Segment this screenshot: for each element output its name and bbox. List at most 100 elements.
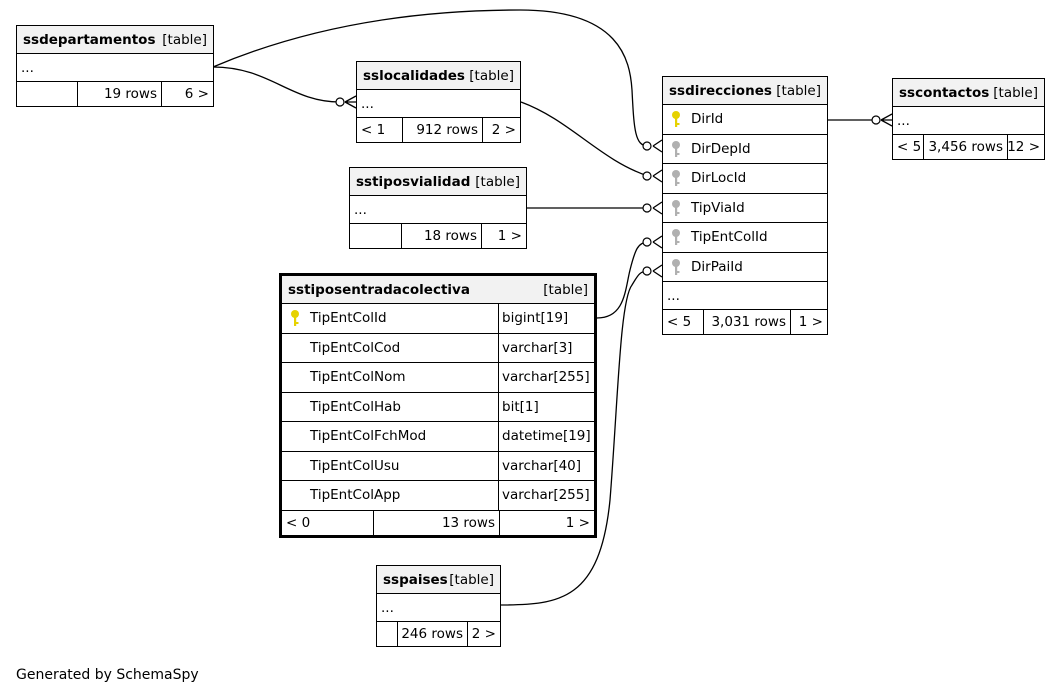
table-sstiposentradacolectiva[interactable]: sstiposentradacolectiva [table] TipEntCo… bbox=[279, 273, 597, 538]
table-type: [table] bbox=[993, 84, 1038, 101]
column-name: DirPaiId bbox=[663, 258, 827, 275]
column-row[interactable]: TipEntColCod varchar[3] bbox=[282, 333, 594, 363]
more-columns: ... bbox=[377, 594, 500, 622]
table-sspaises[interactable]: sspaises [table] ... 246 rows 2 > bbox=[376, 565, 501, 647]
column-name-text: DirId bbox=[691, 111, 724, 128]
column-row[interactable]: TipEntColUsu varchar[40] bbox=[282, 451, 594, 481]
column-name: TipEntColHab bbox=[310, 398, 401, 415]
column-row[interactable]: TipEntColId bbox=[663, 223, 827, 253]
column-type: bigint[19] bbox=[498, 304, 594, 333]
column-type: datetime[19] bbox=[498, 422, 594, 451]
table-header: sscontactos [table] bbox=[893, 79, 1044, 107]
more-columns: ... bbox=[350, 196, 526, 224]
children-count: 1 > bbox=[798, 314, 823, 330]
column-name: DirId bbox=[663, 111, 827, 128]
column-name-text: TipEntColId bbox=[691, 229, 768, 246]
column-row[interactable]: TipEntColHab bit[1] bbox=[282, 392, 594, 422]
children-count: 2 > bbox=[491, 122, 516, 138]
table-sstiposvialidad[interactable]: sstiposvialidad [table] ... 18 rows 1 > bbox=[349, 167, 527, 249]
table-type: [table] bbox=[449, 571, 494, 588]
table-type: [table] bbox=[543, 281, 588, 298]
column-name: DirDepId bbox=[663, 140, 827, 157]
column-row[interactable]: DirPaiId bbox=[663, 253, 827, 282]
column-name: TipEntColCod bbox=[310, 339, 401, 356]
table-type: [table] bbox=[469, 67, 514, 84]
children-count: 1 > bbox=[497, 228, 522, 244]
table-name: sspaises bbox=[383, 571, 448, 588]
column-type: varchar[255] bbox=[498, 481, 594, 510]
foreign-key-icon bbox=[672, 170, 680, 187]
table-name: sstiposentradacolectiva bbox=[288, 281, 470, 298]
column-name: TipEntColUsu bbox=[310, 457, 400, 474]
parents-count: < 5 bbox=[893, 135, 924, 159]
column-name-text: DirPaiId bbox=[691, 258, 743, 275]
parents-count: < 0 bbox=[282, 510, 374, 535]
more-columns: ... bbox=[357, 90, 520, 118]
more-columns: ... bbox=[663, 282, 827, 310]
children-count: 6 > bbox=[184, 86, 209, 102]
parents-count bbox=[17, 82, 78, 106]
foreign-key-icon bbox=[672, 140, 680, 157]
table-sscontactos[interactable]: sscontactos [table] ... < 5 3,456 rows 1… bbox=[892, 78, 1045, 160]
table-header: sspaises [table] bbox=[377, 566, 500, 594]
parents-count: < 1 bbox=[357, 118, 403, 142]
children-count: 12 > bbox=[1007, 139, 1040, 155]
primary-key-icon bbox=[672, 111, 680, 128]
column-name: TipEntColId bbox=[282, 310, 498, 327]
column-name-text: DirLocId bbox=[691, 170, 747, 187]
column-row[interactable]: TipViaId bbox=[663, 194, 827, 223]
row-count: 912 rows bbox=[403, 118, 483, 142]
table-type: [table] bbox=[776, 82, 821, 99]
column-name: TipViaId bbox=[663, 199, 827, 216]
column-row[interactable]: TipEntColNom varchar[255] bbox=[282, 363, 594, 393]
column-row[interactable]: DirDepId bbox=[663, 135, 827, 164]
table-name: sslocalidades bbox=[363, 67, 465, 84]
generated-by-note: Generated by SchemaSpy bbox=[16, 667, 199, 683]
table-name: ssdirecciones bbox=[669, 82, 772, 99]
edge-departamentos-direcciones bbox=[212, 9, 649, 147]
table-sslocalidades[interactable]: sslocalidades [table] ... < 1 912 rows 2… bbox=[356, 61, 521, 143]
column-row[interactable]: TipEntColFchMod datetime[19] bbox=[282, 422, 594, 452]
table-footer: < 1 912 rows 2 > bbox=[357, 118, 520, 142]
column-type: varchar[40] bbox=[498, 451, 594, 480]
column-row[interactable]: DirLocId bbox=[663, 164, 827, 194]
column-type: varchar[255] bbox=[498, 363, 594, 392]
foreign-key-icon bbox=[672, 258, 680, 275]
primary-key-icon bbox=[291, 310, 299, 327]
more-columns: ... bbox=[17, 54, 213, 82]
edge-entradacolectiva-direcciones bbox=[596, 241, 649, 319]
table-footer: < 5 3,456 rows 12 > bbox=[893, 135, 1044, 159]
table-footer: 19 rows 6 > bbox=[17, 82, 213, 106]
table-name: sstiposvialidad bbox=[356, 173, 471, 190]
table-footer: < 0 13 rows 1 > bbox=[282, 510, 594, 535]
table-header: ssdepartamentos [table] bbox=[17, 26, 213, 54]
table-name: sscontactos bbox=[899, 84, 990, 101]
table-header: sstiposentradacolectiva [table] bbox=[282, 276, 594, 304]
table-name: ssdepartamentos bbox=[23, 31, 156, 48]
column-row[interactable]: TipEntColApp varchar[255] bbox=[282, 481, 594, 511]
column-row[interactable]: DirId bbox=[663, 105, 827, 135]
table-footer: 18 rows 1 > bbox=[350, 224, 526, 248]
table-type: [table] bbox=[475, 173, 520, 190]
table-ssdirecciones[interactable]: ssdirecciones [table] DirId DirDepId Dir… bbox=[662, 76, 828, 335]
column-name: TipEntColFchMod bbox=[310, 428, 427, 445]
parents-count bbox=[350, 224, 402, 248]
table-footer: 246 rows 2 > bbox=[377, 622, 500, 646]
table-ssdepartamentos[interactable]: ssdepartamentos [table] ... 19 rows 6 > bbox=[16, 25, 214, 107]
parents-count bbox=[377, 622, 398, 646]
row-count: 3,456 rows bbox=[924, 135, 1008, 159]
column-name: TipEntColNom bbox=[310, 369, 406, 386]
row-count: 13 rows bbox=[374, 510, 500, 535]
row-count: 18 rows bbox=[402, 224, 482, 248]
row-count: 246 rows bbox=[398, 622, 468, 646]
table-type: [table] bbox=[162, 31, 207, 48]
edge-departamentos-localidades bbox=[212, 66, 341, 103]
foreign-key-icon bbox=[672, 229, 680, 246]
column-name: TipEntColId bbox=[663, 229, 827, 246]
column-name-text: TipEntColId bbox=[310, 310, 387, 327]
column-row[interactable]: TipEntColId bigint[19] bbox=[282, 304, 594, 334]
column-name: DirLocId bbox=[663, 170, 827, 187]
children-count: 2 > bbox=[471, 626, 496, 642]
column-name-text: TipViaId bbox=[691, 199, 745, 216]
